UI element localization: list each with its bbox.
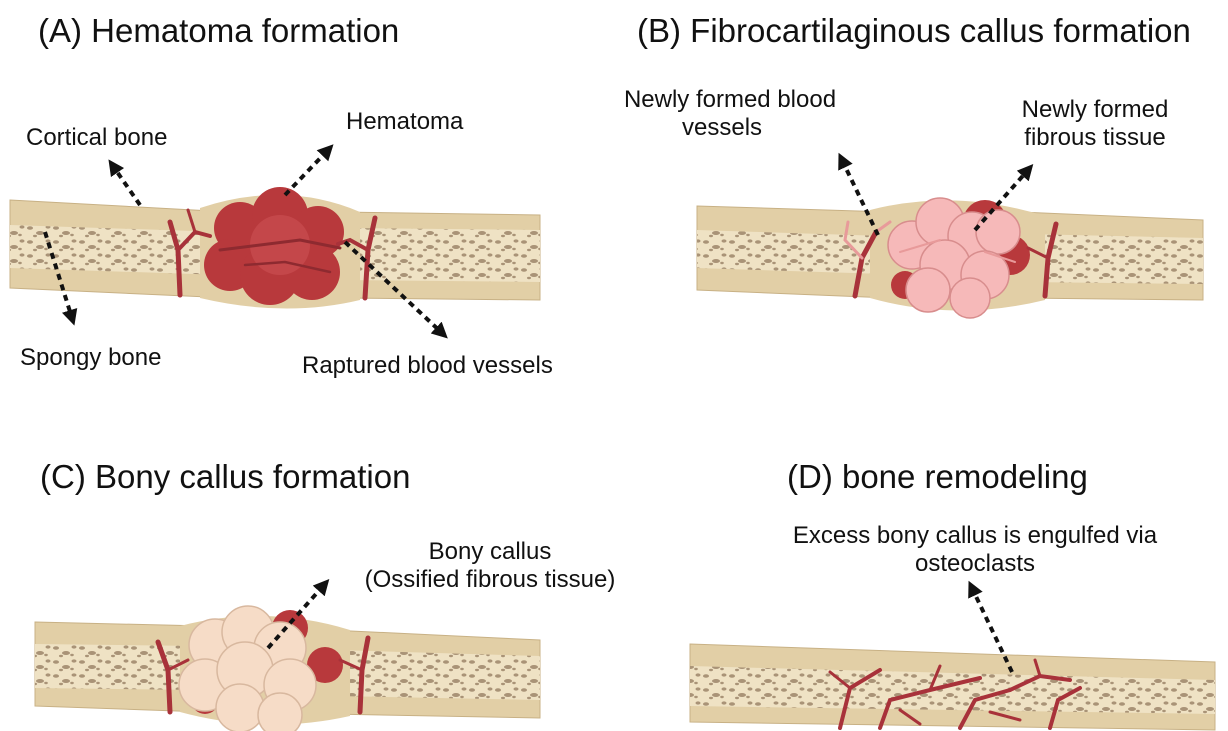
label-ruptured-vessels: Raptured blood vessels <box>302 352 553 380</box>
label-new-fibrous-tissue: Newly formed fibrous tissue <box>995 96 1195 152</box>
panel-c-illustration <box>35 606 540 731</box>
arrow-hematoma <box>285 150 328 195</box>
label-excess-callus: Excess bony callus is engulfed via osteo… <box>755 522 1195 578</box>
label-new-fibrous-tissue-line1: Newly formed <box>995 96 1195 124</box>
label-bony-callus: Bony callus (Ossified fibrous tissue) <box>340 538 640 594</box>
bone-left-a <box>10 200 230 298</box>
label-excess-callus-line1: Excess bony callus is engulfed via <box>755 522 1195 550</box>
panel-a-illustration <box>10 187 540 309</box>
label-bony-callus-line1: Bony callus <box>340 538 640 566</box>
panel-d-illustration <box>690 644 1215 730</box>
arrow-cortical-bone <box>113 166 140 205</box>
label-new-blood-vessels: Newly formed blood vessels <box>600 86 860 142</box>
panel-b-illustration <box>697 198 1203 318</box>
label-bony-callus-line2: (Ossified fibrous tissue) <box>340 566 640 594</box>
label-new-fibrous-tissue-line2: fibrous tissue <box>995 124 1195 152</box>
label-cortical-bone: Cortical bone <box>26 124 167 152</box>
label-hematoma: Hematoma <box>346 108 463 136</box>
label-spongy-bone: Spongy bone <box>20 344 161 372</box>
label-new-blood-vessels-line2: vessels <box>600 114 860 142</box>
label-excess-callus-line2: osteoclasts <box>755 550 1195 578</box>
label-new-blood-vessels-line1: Newly formed blood <box>600 86 860 114</box>
